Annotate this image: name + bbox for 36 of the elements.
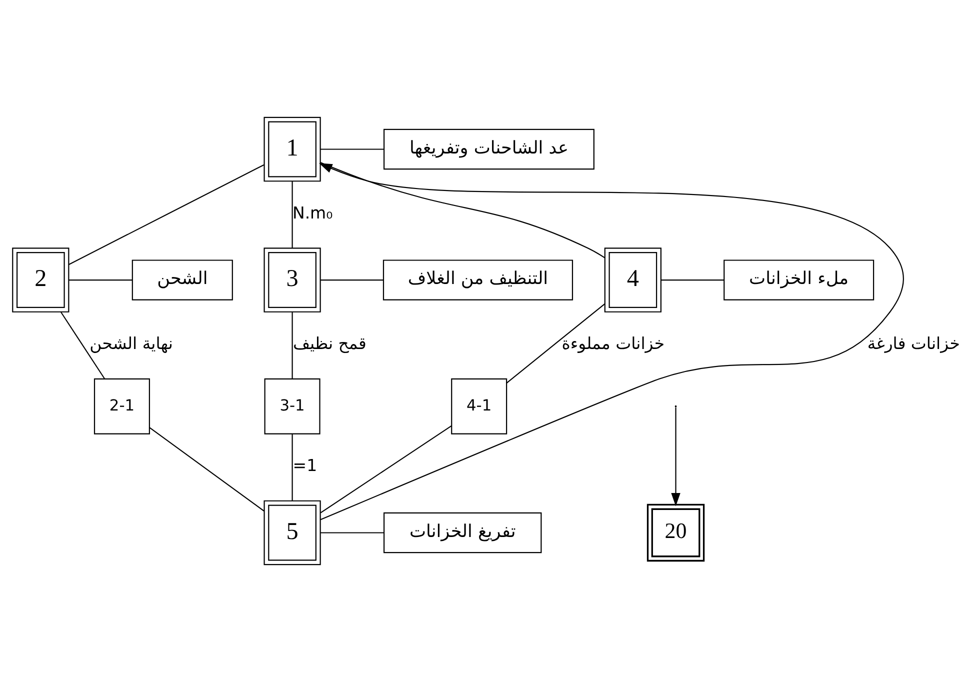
connector [506,303,606,384]
connector [68,279,132,281]
edge-label: خزانات فارغة [867,334,960,354]
edge-label: نهاية الشحن [90,334,173,354]
connector [320,148,384,150]
node-box: 3-1 [264,378,320,434]
connector [292,181,293,248]
connector [320,425,452,514]
edge-label: قمح نظيف [292,334,366,354]
connector [149,427,264,512]
node-box: تفريغ الخزانات [383,512,542,554]
node-box: 2 [12,248,70,312]
connector [320,532,384,534]
edge-label: خزانات مملوءة [562,334,665,354]
node-box: 2-1 [94,378,150,434]
node-box: 20 [646,504,705,562]
connector [320,279,384,281]
node-box: 1 [264,116,321,182]
node-box: 4 [604,248,662,312]
connector [320,162,605,258]
node-box: 3 [264,248,321,312]
connector [60,312,106,380]
connector [661,279,724,281]
connector [292,312,293,379]
connector [292,434,293,501]
node-box: عد الشاحنات وتفريغها [383,128,594,170]
node-box: ملء الخزانات [724,260,874,300]
node-box: التنظيف من الغلاف [382,260,574,300]
arrow [318,163,904,520]
connector [68,164,264,265]
node-box: الشحن [132,260,233,300]
arrow [671,408,680,506]
node-box: 5 [264,500,321,566]
edge-label: N.m₀ [292,203,333,222]
edge-label: =1 [292,456,318,476]
node-box: 4-1 [451,378,508,434]
